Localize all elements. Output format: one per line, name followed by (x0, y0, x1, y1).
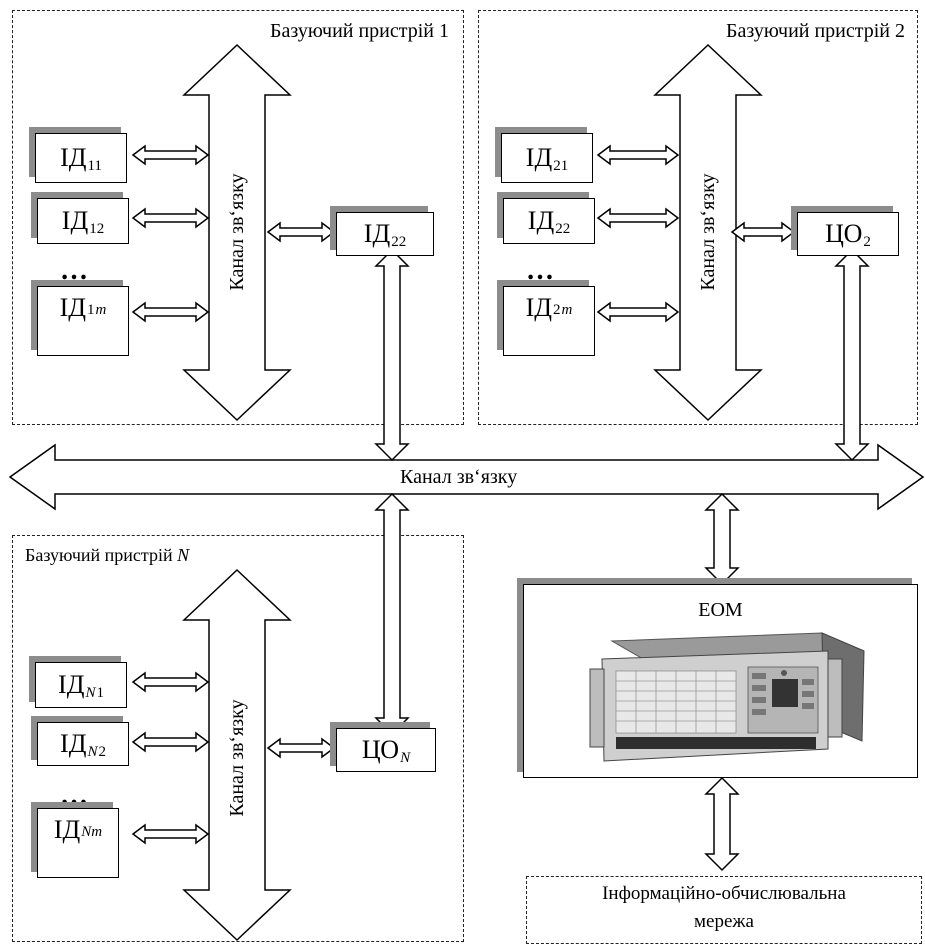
main-channel-label: Канал зв‘язку (400, 466, 518, 488)
computer-box: ЕОМ (523, 584, 918, 778)
network-label-line1: Інформаційно-обчислювальна (602, 883, 846, 904)
arrow-id11 (131, 144, 210, 166)
ellipsis-g1: … (60, 255, 90, 286)
arrow-idn1 (131, 671, 210, 693)
channel-1-label: Канал зв‘язку (226, 173, 248, 291)
server-icon (589, 632, 865, 762)
link-g1-main (374, 248, 410, 462)
base-device-1-title: Базуючий пристрій 1 (269, 20, 449, 42)
base-device-2-title: Базуючий пристрій 2 (725, 20, 905, 42)
base-device-n-title: Базуючий пристрій N (25, 545, 190, 565)
base-device-2-group: Базуючий пристрій 2 (478, 10, 918, 425)
arrow-idnm (131, 823, 210, 845)
arrow-id21 (596, 144, 680, 166)
arrow-id2m (596, 301, 680, 323)
arrow-center-n (266, 737, 336, 759)
channel-2-label: Канал зв‘язку (697, 173, 719, 291)
base-device-1-group: Базуючий пристрій 1 (12, 10, 464, 425)
network-box: Інформаційно-обчислювальна мережа (526, 876, 922, 944)
link-main-gn (374, 492, 410, 736)
arrow-id1m (131, 301, 210, 323)
ellipsis-gn: … (60, 780, 90, 811)
main-channel-arrow (8, 443, 925, 511)
link-main-computer (704, 492, 740, 586)
computer-label: ЕОМ (698, 599, 743, 621)
channel-n-arrow (182, 568, 292, 942)
network-label-line2: мережа (694, 911, 754, 932)
link-computer-network (704, 776, 740, 872)
arrow-center-2 (730, 221, 796, 243)
arrow-id12 (131, 207, 210, 229)
channel-1-arrow (182, 43, 292, 422)
channel-2-arrow (653, 43, 763, 422)
arrow-center-1 (266, 221, 336, 243)
base-device-n-group: Базуючий пристрій N (12, 535, 464, 942)
link-g2-main (834, 248, 870, 462)
arrow-id22 (596, 207, 680, 229)
ellipsis-g2: … (526, 255, 556, 286)
channel-n-label: Канал зв‘язку (226, 699, 248, 817)
arrow-idn2 (131, 731, 210, 753)
